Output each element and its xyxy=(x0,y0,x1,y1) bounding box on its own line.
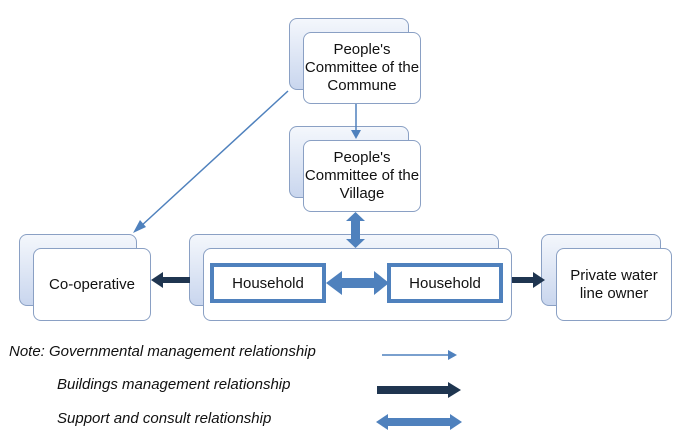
household-left-label: Household xyxy=(232,274,304,292)
village-node: People's Committee of the Village xyxy=(303,140,421,212)
arrow-household-household xyxy=(326,271,389,295)
legend-thin-arrow xyxy=(382,350,457,360)
commune-label: People's Committee of the Commune xyxy=(304,41,420,94)
arrow-commune-village xyxy=(351,104,361,139)
private-owner-label: Private water line owner xyxy=(570,266,658,302)
cooperative-node: Co-operative xyxy=(33,248,151,321)
legend-support-label: Support and consult relationship xyxy=(57,410,272,427)
commune-node: People's Committee of the Commune xyxy=(303,32,421,104)
arrow-village-households xyxy=(346,212,365,248)
household-right-node: Household xyxy=(387,263,503,303)
legend-double-arrow xyxy=(376,414,462,430)
legend-dark-arrow xyxy=(377,382,461,398)
arrow-households-private-owner xyxy=(512,272,545,288)
legend-buildings-label: Buildings management relationship xyxy=(57,376,291,393)
household-left-node: Household xyxy=(210,263,326,303)
cooperative-label: Co-operative xyxy=(49,275,135,293)
household-right-label: Household xyxy=(409,274,481,292)
private-owner-node: Private water line owner xyxy=(556,248,672,321)
village-label: People's Committee of the Village xyxy=(304,149,420,202)
arrow-households-cooperative xyxy=(151,272,190,288)
arrow-commune-cooperative xyxy=(133,90,289,233)
legend-governmental-label: Note: Governmental management relationsh… xyxy=(9,343,316,360)
